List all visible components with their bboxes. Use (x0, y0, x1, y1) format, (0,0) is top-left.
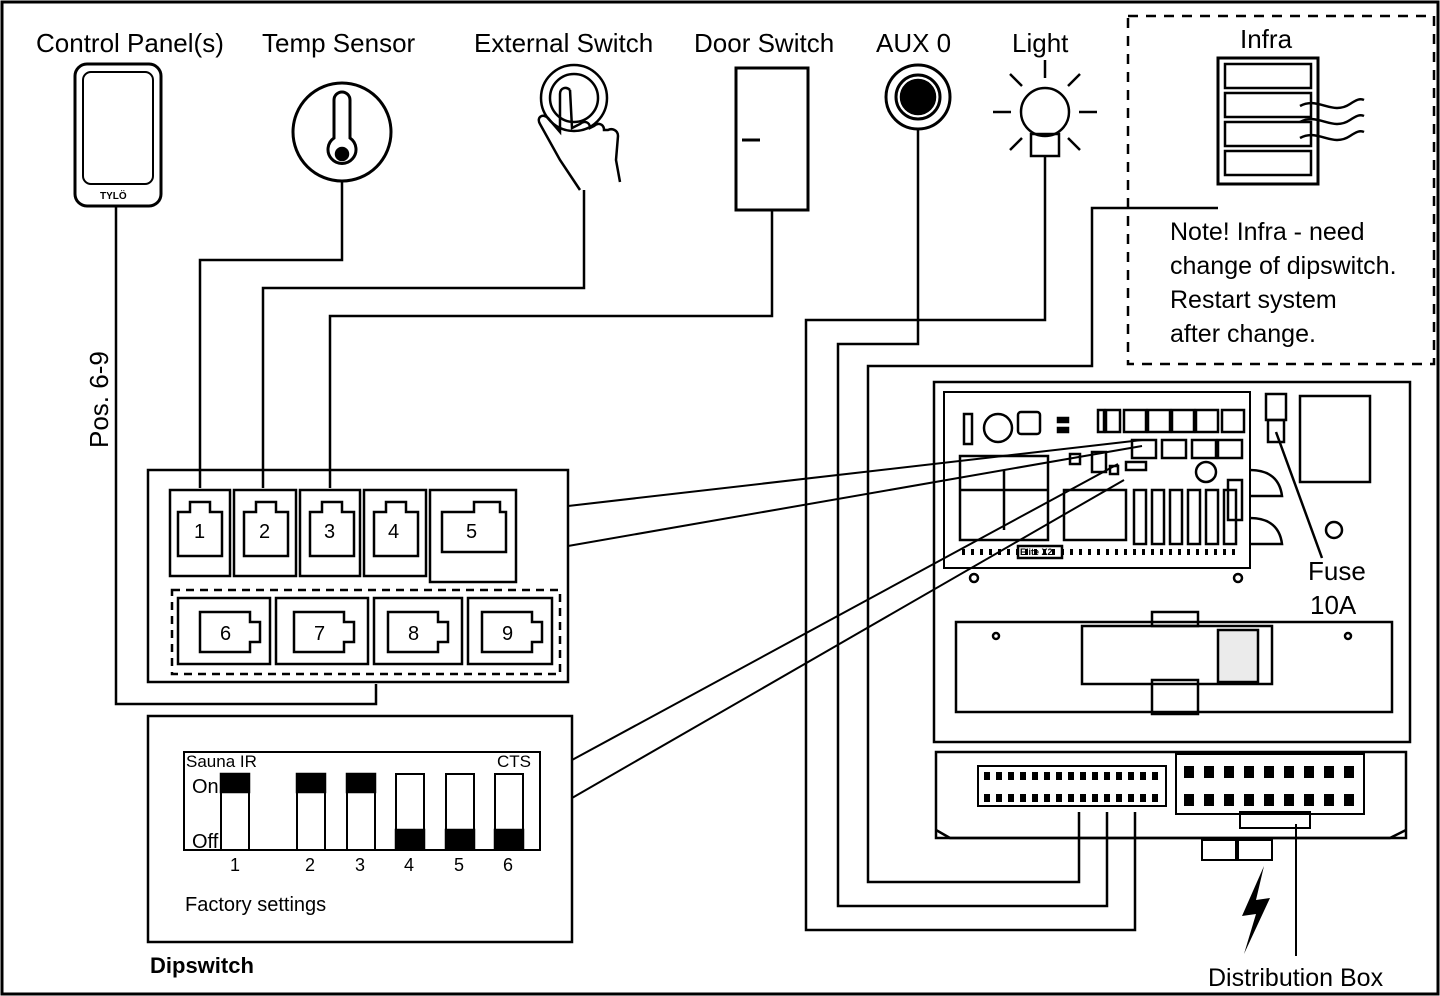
dipswitch-right-label: CTS (497, 752, 531, 771)
dipswitch-panel (146, 714, 574, 944)
light-label: Light (1012, 28, 1069, 58)
dipswitch-num-4: 4 (404, 855, 415, 875)
fuse-rating: 10A (1310, 590, 1357, 620)
port-block (146, 468, 570, 684)
aux-button-icon (884, 63, 952, 131)
dipswitch-num-5: 5 (454, 855, 465, 875)
infra-note-box (1126, 14, 1436, 366)
dipswitch-left-label: Sauna IR (186, 752, 257, 771)
dipswitch-title: Dipswitch (150, 953, 254, 978)
infra-note-line-3: Restart system (1170, 286, 1337, 314)
dipswitch-num-1: 1 (230, 855, 241, 875)
board-label: Elite X2 (1020, 547, 1053, 557)
dipswitch-num-2: 2 (305, 855, 316, 875)
port-9-label: 9 (502, 623, 514, 645)
control-panel-icon (73, 62, 163, 208)
port-5-label: 5 (466, 521, 478, 543)
callout-lines (567, 439, 1143, 799)
temp-sensor-label: Temp Sensor (262, 28, 416, 58)
infra-heater-icon (1216, 56, 1365, 186)
aux-label: AUX 0 (876, 28, 952, 58)
port-1-label: 1 (194, 521, 206, 543)
external-switch-label: External Switch (474, 28, 654, 58)
dipswitch-footer: Factory settings (185, 894, 327, 916)
distribution-box-label: Distribution Box (1208, 964, 1384, 992)
port-4-label: 4 (388, 521, 400, 543)
dipswitch-off-label: Off (192, 831, 219, 853)
pos-label: Pos. 6-9 (84, 351, 114, 448)
infra-label: Infra (1240, 24, 1293, 54)
port-2-label: 2 (259, 521, 271, 543)
infra-note-line-2: change of dipswitch. (1170, 252, 1397, 280)
door-switch-label: Door Switch (694, 28, 835, 58)
port-3-label: 3 (324, 521, 336, 543)
control-unit (932, 380, 1412, 840)
fuse-label: Fuse (1308, 556, 1366, 586)
dipswitch-on-label: On (192, 776, 219, 798)
infra-note-line-4: after change. (1170, 320, 1316, 348)
port-6-label: 6 (220, 623, 232, 645)
thermometer-icon (291, 81, 393, 183)
infra-note-line-1: Note! Infra - need (1170, 218, 1365, 246)
control-panel-logo: TYLÖ (100, 191, 127, 202)
dipswitch-num-6: 6 (503, 855, 514, 875)
dipswitch-num-3: 3 (355, 855, 366, 875)
terminal-strip (977, 753, 1365, 861)
control-panel-label: Control Panel(s) (36, 28, 224, 58)
light-bulb-icon (993, 60, 1097, 158)
door-switch-icon (734, 66, 810, 212)
port-7-label: 7 (314, 623, 326, 645)
pointing-hand-icon (537, 63, 622, 191)
port-8-label: 8 (408, 623, 420, 645)
lightning-bolt-icon (1242, 866, 1270, 954)
wires (114, 129, 1218, 932)
infra-note: Note! Infra - need change of dipswitch. … (1170, 215, 1397, 351)
